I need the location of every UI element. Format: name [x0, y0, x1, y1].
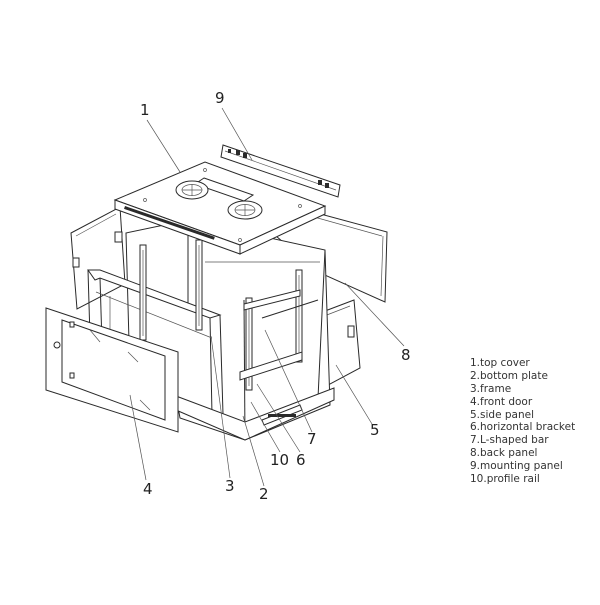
callout-5: 5: [370, 421, 380, 439]
legend-item: 2.bottom plate: [470, 369, 548, 382]
legend-item: 7.L-shaped bar: [470, 434, 549, 447]
callout-6: 6: [296, 451, 306, 469]
callout-7: 7: [307, 430, 317, 448]
legend-item: 4.front door: [470, 395, 533, 408]
parts-legend: 1.top cover 2.bottom plate 3.frame 4.fro…: [470, 357, 575, 486]
front-door: [45, 307, 179, 433]
callout-1: 1: [140, 101, 150, 119]
horizontal-brackets: [239, 289, 319, 381]
callout-3: 3: [225, 477, 235, 495]
callout-2: 2: [259, 485, 269, 503]
callout-4: 4: [143, 480, 153, 498]
legend-item: 6.horizontal bracket: [470, 421, 576, 434]
legend-item: 1.top cover: [470, 357, 530, 369]
legend-item: 10.profile rail: [470, 473, 540, 486]
top-cover: [113, 161, 327, 255]
legend-item: 5.side panel: [470, 408, 534, 421]
legend-item: 8.back panel: [470, 447, 538, 460]
callout-9: 9: [215, 89, 225, 107]
callout-8: 8: [401, 346, 411, 364]
left-side-panel: [70, 206, 126, 310]
profile-rails: [139, 239, 303, 391]
leader-lines: [129, 107, 405, 487]
callout-10: 10: [270, 451, 290, 469]
legend-item: 3.frame: [470, 382, 512, 395]
legend-item: 9.mounting panel: [470, 460, 563, 473]
